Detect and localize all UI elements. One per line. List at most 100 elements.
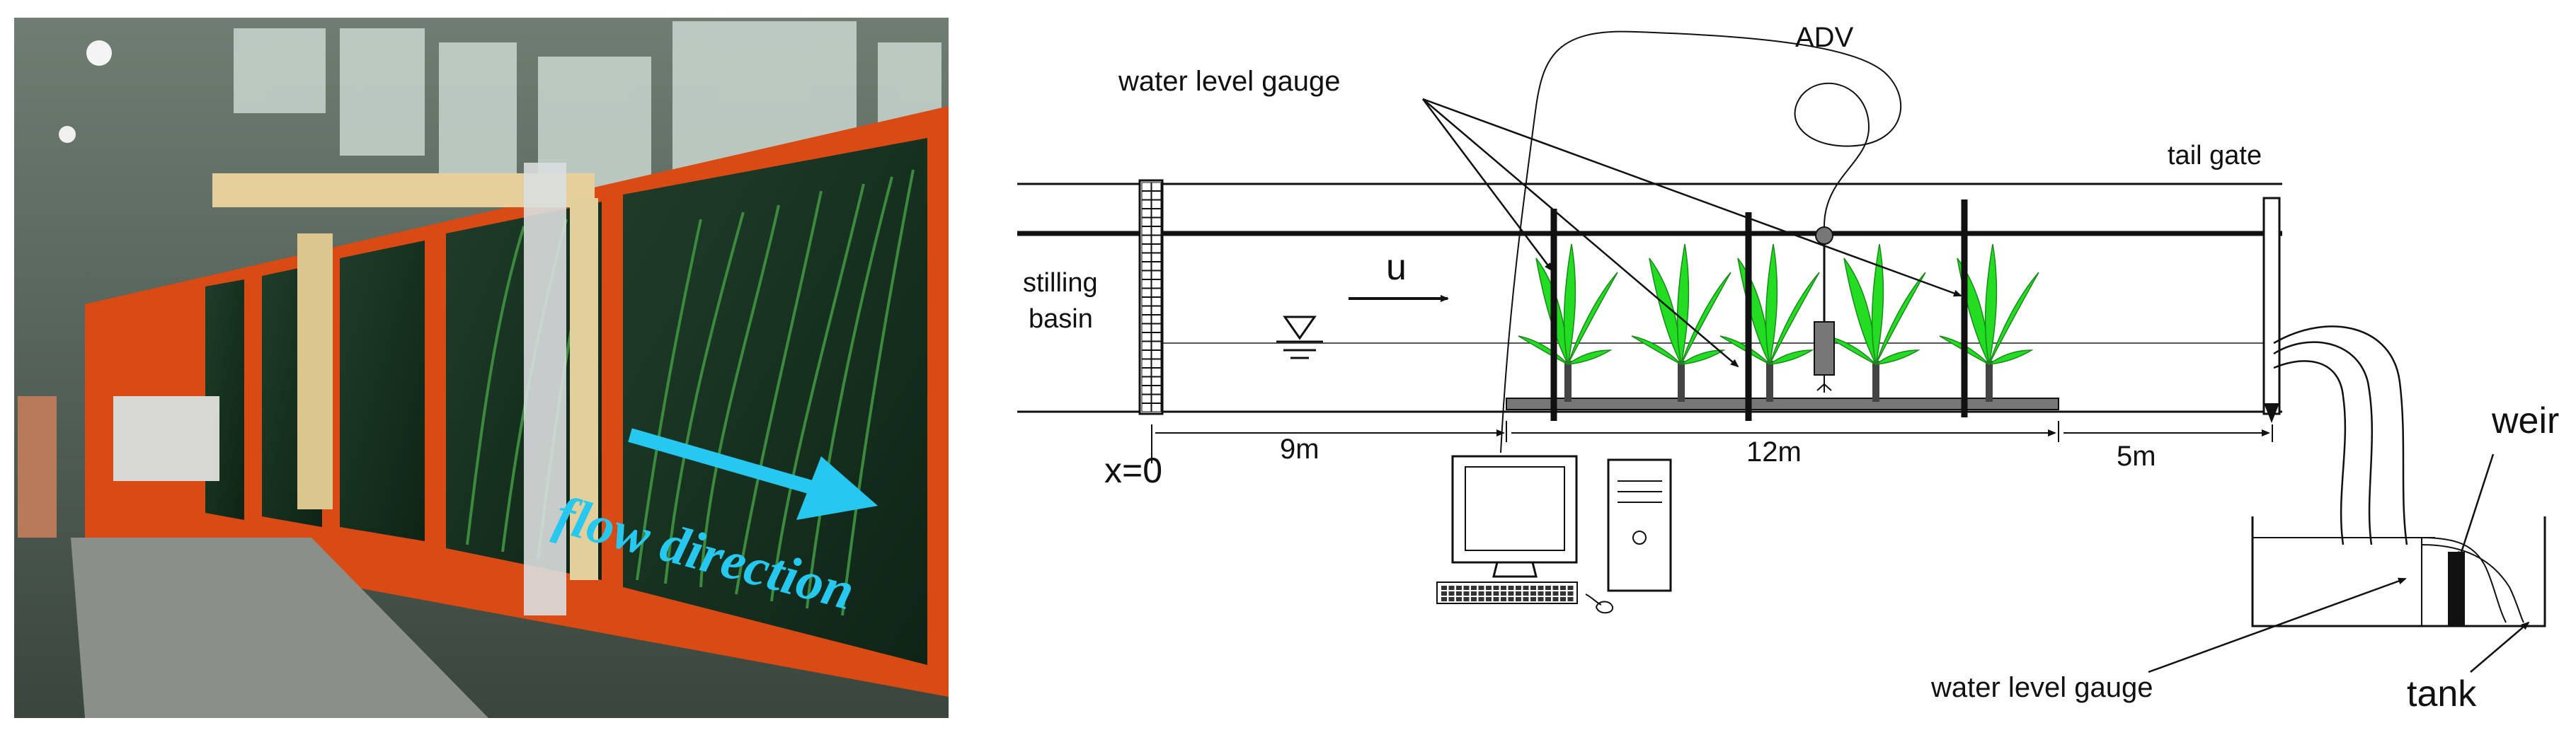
screen-cell [1151,332,1162,342]
adv-cable [1500,30,1902,453]
plant [1826,243,1926,402]
keyboard-key [1516,591,1521,596]
keyboard-key [1471,586,1477,590]
screen-cell [1141,332,1152,342]
keyboard-key [1463,597,1470,601]
screen-cell [1151,253,1162,262]
dimension-lines [1151,421,2273,463]
gauge-pointer-arrows [1422,98,1962,368]
keyboard-key [1463,591,1470,596]
keyboard-key [1567,591,1574,596]
lamp-icon [59,126,76,143]
tank [2251,516,2546,627]
tank-pointer [2470,621,2530,673]
screen-cell [1141,376,1152,386]
stilling-basin-label-2: basin [1029,304,1093,334]
computer-tower-icon [1607,458,1672,592]
keyboard-key [1530,591,1536,596]
flow-direction-arrow [628,428,878,520]
screen-cell [1151,403,1162,412]
screen-cell [1141,315,1152,324]
screen-cell [1151,279,1162,289]
adv-label: ADV [1795,22,1854,53]
keyboard-key [1516,597,1521,601]
screen-cell [1151,394,1162,403]
screen-cell [1141,394,1152,403]
flume-schematic: stilling basin u ADV water level gauge [1017,22,2559,714]
keyboard-key [1523,597,1529,601]
outflow-pipe [2273,325,2408,545]
screen-cell [1151,209,1162,218]
keyboard-key [1530,597,1536,601]
screen-cell [1141,217,1152,226]
screen-cell [1141,359,1152,368]
weir-plate [2448,552,2465,626]
weir-flow-lines [2420,537,2524,623]
keyboard-key [1456,586,1462,590]
plant [1719,243,1820,402]
keyboard-key [1486,591,1492,596]
keyboard-key [1508,597,1514,601]
person-arm [18,396,57,538]
keyboard-key [1538,597,1544,601]
screen-cell [1151,297,1162,306]
keyboard-key [1523,586,1529,590]
vegetation-bed [1506,398,2059,410]
velocity-label: u [1386,247,1407,288]
keyboard-key [1516,586,1521,590]
keyboard-key [1456,597,1462,601]
screen-cell [1141,386,1152,395]
screen-cell [1151,191,1162,200]
weir-label: weir [2491,400,2559,441]
screen-cell [1151,341,1162,350]
tail-gate-label: tail gate [2168,141,2262,170]
screen-cell [1141,235,1152,244]
keyboard-key [1545,591,1551,596]
tank-label: tank [2407,673,2477,714]
keyboard-key [1448,597,1455,601]
screen-cell [1151,376,1162,386]
keyboard-key [1448,586,1455,590]
keyboard-key [1493,597,1499,601]
keyboard-key [1471,591,1477,596]
keyboard-key [1441,591,1447,596]
keyboard-key [1456,591,1462,596]
keyboard-key [1523,591,1529,596]
keyboard-key [1552,591,1559,596]
screen-cell [1141,270,1152,279]
screen-cell [1141,279,1152,289]
water-level-gauge-label-bottom: water level gauge [1930,672,2153,703]
screen-cell [1151,323,1162,332]
keyboard-key [1508,586,1514,590]
keyboard-keys [1441,586,1574,601]
plant [1518,243,1618,402]
screen-cell [1141,182,1152,191]
screen-cell [1141,341,1152,350]
water-surface-symbol [1276,316,1323,359]
gauge-support [570,198,598,580]
gauge-tube [524,163,566,615]
keyboard-key [1501,591,1506,596]
bottom-gauge-pointer [2148,577,2407,673]
screen-cell [1151,368,1162,377]
stilling-basin-label-1: stilling [1023,268,1098,298]
screen-cell [1151,244,1162,253]
keyboard-key [1538,591,1544,596]
keyboard-key [1448,591,1455,596]
distance-5m-label: 5m [2117,441,2156,472]
keyboard-key [1493,586,1499,590]
plant [1939,243,2039,402]
screen-cell [1141,306,1152,315]
screen-cell [1141,244,1152,253]
screen-cell [1151,315,1162,324]
screen-cell [1141,403,1152,412]
tail-gate [2262,197,2281,415]
screen-cell [1151,270,1162,279]
keyboard-key [1508,591,1514,596]
screen-cell [1151,288,1162,297]
screen-cell [1141,191,1152,200]
screen-cell [1151,262,1162,271]
screen-cell [1151,182,1162,191]
keyboard-key [1486,586,1492,590]
keyboard-key [1463,586,1470,590]
